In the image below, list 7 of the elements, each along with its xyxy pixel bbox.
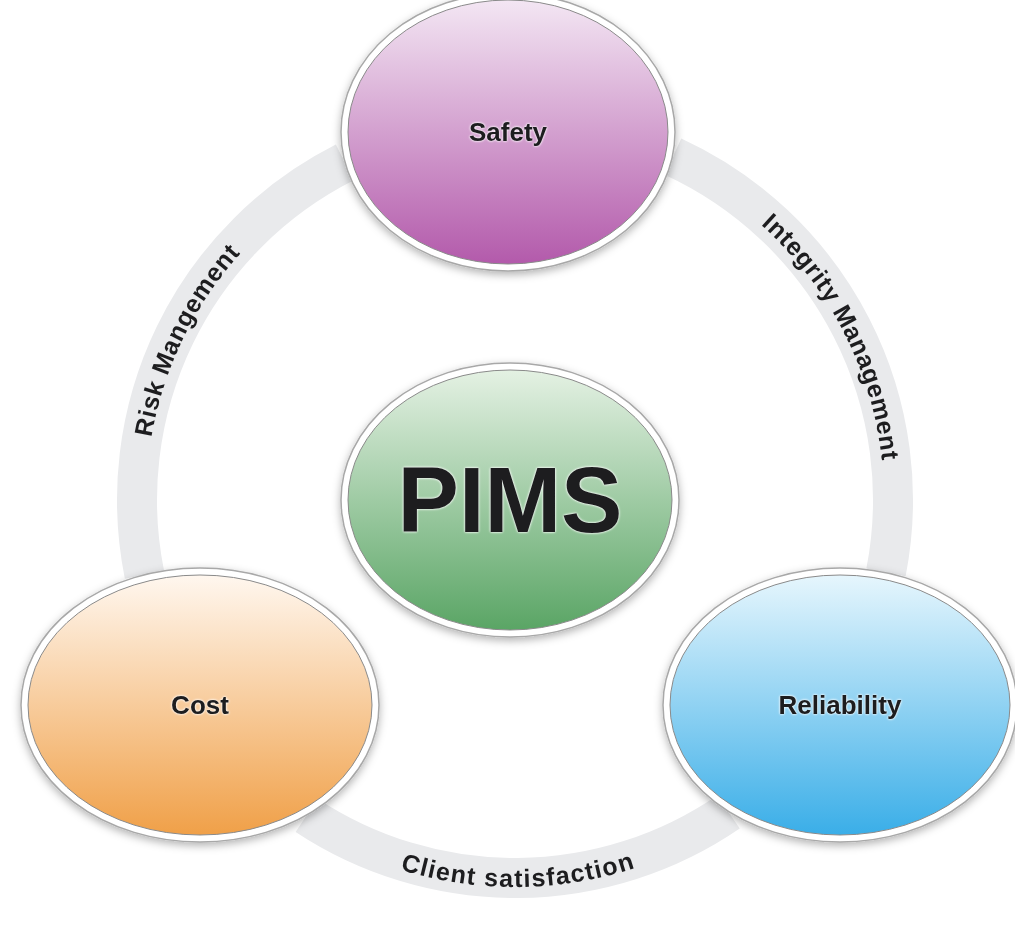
node-label: Safety [469, 116, 547, 148]
ellipse-node [338, 360, 682, 640]
node-label: Cost [171, 689, 229, 721]
edge-label: Client satisfaction [398, 845, 638, 893]
node-label: PIMS [397, 447, 623, 553]
node-label: Reliability [778, 689, 902, 721]
ellipse-node [18, 565, 382, 845]
